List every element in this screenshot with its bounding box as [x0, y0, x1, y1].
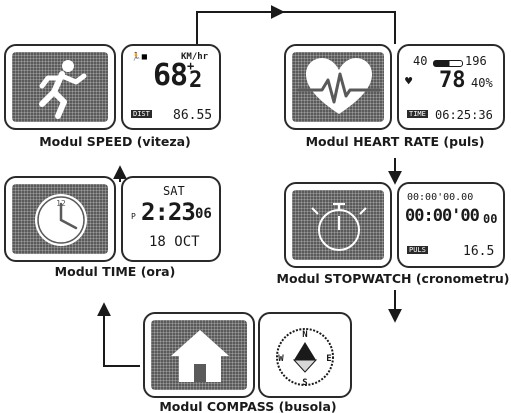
date: 18 OCT — [149, 234, 200, 250]
hr-bpm: 78 — [439, 68, 466, 93]
distance-value: 86.55 — [173, 108, 213, 123]
clock-icon: 12 — [12, 184, 108, 254]
stopwatch-lcd-tile: 00:00'00.00 00:00'00 00 PULS 16.5 — [397, 182, 505, 268]
time-icon-tile: 12 — [4, 176, 116, 262]
hr-range-bar — [433, 60, 463, 67]
speed-lcd: 🏃◼ KM/hr + 68 2 DIST 86.55 — [129, 52, 213, 123]
stopwatch-icon — [292, 190, 384, 260]
pulse-tag: PULS — [407, 246, 428, 254]
speed-lcd-tile: 🏃◼ KM/hr + 68 2 DIST 86.55 — [121, 44, 221, 130]
speed-caption: Modul SPEED (viteza) — [39, 134, 191, 149]
arrow-speed-to-heart-rate — [196, 11, 396, 44]
hr-percent: 40% — [471, 76, 493, 90]
heart-icon: ♥ — [405, 74, 413, 88]
compass-icon: N E S W — [266, 320, 344, 390]
arrow-compass-to-time — [97, 302, 140, 367]
am-pm-indicator: P — [131, 212, 136, 221]
heart-rate-lcd-tile: 40 196 ♥ 78 40% TIME 06:25:36 — [397, 44, 505, 130]
hr-high: 196 — [465, 54, 487, 68]
time-lcd-tile: SAT P 2:23 06 18 OCT — [121, 176, 221, 262]
clock-seconds: 06 — [195, 206, 212, 222]
speed-icon-tile — [4, 44, 116, 130]
stopwatch-caption: Modul STOPWATCH (cronometru) — [276, 271, 510, 286]
heart-rate-caption: Modul HEART RATE (puls) — [305, 134, 485, 149]
heart-rate-icon-tile — [284, 44, 392, 130]
compass-south: S — [302, 378, 307, 388]
heart-pulse-icon — [292, 52, 384, 122]
stopwatch-icon-tile — [284, 182, 392, 268]
compass-east: E — [326, 354, 331, 364]
speed-main-value: 68 — [153, 58, 188, 93]
bike-run-icon: 🏃◼ — [131, 52, 148, 61]
speed-decimal-value: 2 — [189, 68, 203, 93]
home-icon — [151, 320, 247, 390]
stopwatch-value: 16.5 — [463, 244, 495, 259]
compass-caption: Modul COMPASS (busola) — [159, 399, 337, 413]
time-caption: Modul TIME (ora) — [54, 264, 176, 279]
speed-sign: + — [187, 59, 195, 73]
distance-tag: DIST — [131, 110, 152, 118]
running-man-icon — [12, 52, 108, 122]
day-of-week: SAT — [163, 184, 185, 198]
compass-west: W — [278, 354, 284, 364]
stopwatch-hundredths: 00 — [483, 212, 498, 226]
hr-low: 40 — [413, 54, 428, 68]
compass-north: N — [302, 330, 307, 340]
home-icon-tile — [143, 312, 255, 398]
time-tag: TIME — [407, 110, 428, 118]
time-lcd: SAT P 2:23 06 18 OCT — [129, 184, 213, 254]
compass-tile: N E S W — [258, 312, 352, 398]
stopwatch-lcd: 00:00'00.00 00:00'00 00 PULS 16.5 — [405, 190, 497, 260]
hr-elapsed-time: 06:25:36 — [435, 108, 493, 122]
stopwatch-main: 00:00'00 — [405, 206, 480, 226]
heart-rate-lcd: 40 196 ♥ 78 40% TIME 06:25:36 — [405, 52, 497, 122]
split-time: 00:00'00.00 — [407, 192, 474, 203]
speed-unit: KM/hr — [181, 52, 209, 62]
clock-time: 2:23 — [141, 198, 196, 226]
